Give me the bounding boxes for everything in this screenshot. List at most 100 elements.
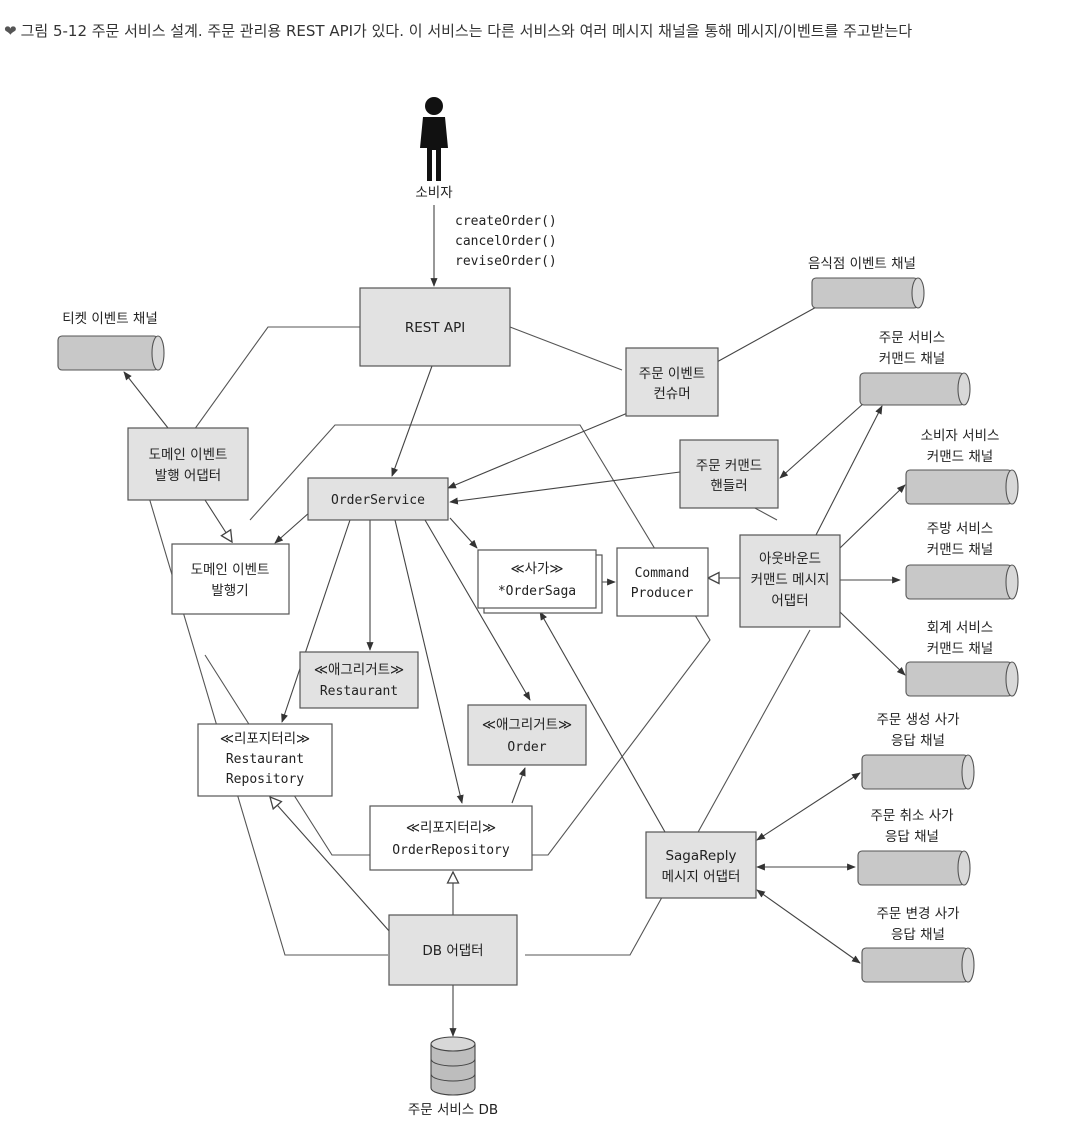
svg-text:≪사가≫: ≪사가≫ — [510, 561, 563, 577]
svg-text:OrderService: OrderService — [331, 493, 425, 508]
order-service-box: OrderService — [307, 477, 449, 521]
arrow-event-consumer-to-orderservice — [447, 411, 631, 489]
revise-saga-reply-channel: 주문 변경 사가 응답 채널 — [861, 906, 975, 983]
arrow-pub-adapter-to-ticket-channel — [123, 371, 169, 429]
svg-text:음식점 이벤트 채널: 음식점 이벤트 채널 — [808, 256, 916, 272]
ticket-event-channel: 티켓 이벤트 채널 — [57, 311, 165, 371]
operation: createOrder() — [455, 214, 557, 229]
svg-text:Repository: Repository — [226, 772, 304, 787]
svg-text:응답 채널: 응답 채널 — [891, 927, 945, 943]
svg-text:Producer: Producer — [631, 586, 694, 601]
saga-reply-adapter-box: SagaReply 메시지 어댑터 — [645, 831, 757, 899]
svg-text:REST API: REST API — [405, 320, 465, 336]
svg-text:응답 채널: 응답 채널 — [885, 829, 939, 845]
svg-text:컨슈머: 컨슈머 — [653, 386, 690, 402]
svg-text:≪애그리거트≫: ≪애그리거트≫ — [314, 662, 404, 678]
svg-text:회계 서비스: 회계 서비스 — [927, 620, 993, 636]
order-event-consumer-box: 주문 이벤트 컨슈머 — [625, 347, 719, 417]
restaurant-event-channel: 음식점 이벤트 채널 — [808, 256, 925, 309]
figure-caption: ❤그림 5-12 주문 서비스 설계. 주문 관리용 REST API가 있다.… — [4, 18, 1064, 44]
svg-text:≪리포지터리≫: ≪리포지터리≫ — [406, 820, 496, 836]
operation: cancelOrder() — [455, 234, 557, 249]
arrow-orderservice-to-order-repo — [394, 519, 464, 804]
caption-text: 그림 5-12 주문 서비스 설계. 주문 관리용 REST API가 있다. … — [20, 22, 913, 40]
svg-text:OrderRepository: OrderRepository — [392, 843, 510, 858]
svg-text:어댑터: 어댑터 — [771, 593, 808, 609]
svg-text:DB 어댑터: DB 어댑터 — [422, 943, 483, 959]
svg-text:≪리포지터리≫: ≪리포지터리≫ — [220, 731, 310, 747]
order-aggregate-box: ≪애그리거트≫ Order — [467, 704, 587, 766]
kitchen-service-command-channel: 주방 서비스 커맨드 채널 — [905, 521, 1019, 600]
svg-text:주문 서비스: 주문 서비스 — [879, 330, 945, 346]
create-saga-reply-channel: 주문 생성 사가 응답 채널 — [861, 712, 975, 790]
svg-text:메시지 어댑터: 메시지 어댑터 — [662, 869, 741, 885]
svg-text:커맨드 채널: 커맨드 채널 — [927, 542, 993, 558]
svg-text:발행기: 발행기 — [211, 583, 248, 599]
svg-text:커맨드 메시지: 커맨드 메시지 — [751, 572, 830, 588]
db-adapter-box: DB 어댑터 — [388, 914, 518, 986]
svg-text:주방 서비스: 주방 서비스 — [927, 521, 993, 537]
svg-text:주문 변경 사가: 주문 변경 사가 — [876, 906, 959, 922]
arrow-order-repo-to-order — [511, 767, 526, 804]
svg-text:발행 어댑터: 발행 어댑터 — [155, 468, 221, 484]
arrow-saga-adapter-revise-reply — [756, 889, 861, 964]
arrow-outbound-to-order-cmd — [815, 405, 883, 536]
svg-text:티켓 이벤트 채널: 티켓 이벤트 채널 — [62, 311, 158, 327]
arrow-db-adapter-implements-restaurant-repo — [270, 797, 391, 933]
svg-text:Restaurant: Restaurant — [320, 684, 398, 699]
domain-event-publisher-box: 도메인 이벤트 발행기 — [171, 543, 290, 615]
rest-api-box: REST API — [359, 287, 511, 367]
restaurant-aggregate-box: ≪애그리거트≫ Restaurant — [299, 651, 419, 709]
outbound-command-adapter-box: 아웃바운드 커맨드 메시지 어댑터 — [739, 534, 841, 628]
svg-text:Order: Order — [507, 740, 546, 755]
restaurant-repository-box: ≪리포지터리≫ Restaurant Repository — [197, 723, 333, 797]
svg-text:*OrderSaga: *OrderSaga — [498, 584, 576, 599]
arrow-outbound-to-accounting-cmd — [839, 611, 906, 676]
arrow-cmd-handler-to-orderservice — [449, 471, 681, 505]
consumer-label: 소비자 — [415, 185, 453, 201]
svg-text:응답 채널: 응답 채널 — [891, 733, 945, 749]
order-db: 주문 서비스 DB — [408, 1036, 498, 1118]
svg-text:Restaurant: Restaurant — [226, 752, 304, 767]
command-producer-box: Command Producer — [616, 547, 709, 617]
order-repository-box: ≪리포지터리≫ OrderRepository — [369, 805, 533, 871]
svg-text:도메인 이벤트: 도메인 이벤트 — [191, 562, 270, 578]
arrow-orderservice-to-order — [424, 519, 531, 701]
person-icon — [425, 97, 443, 115]
svg-text:≪애그리거트≫: ≪애그리거트≫ — [482, 717, 572, 733]
svg-text:주문 커맨드: 주문 커맨드 — [696, 458, 762, 474]
arrow-pub-adapter-implements-publisher — [204, 499, 232, 542]
cancel-saga-reply-channel: 주문 취소 사가 응답 채널 — [857, 808, 971, 886]
arrow-rest-to-orderservice — [391, 365, 433, 477]
database-label: 주문 서비스 DB — [408, 1102, 498, 1118]
arrow-orderservice-to-restaurant-repo — [281, 519, 351, 723]
operation: reviseOrder() — [455, 254, 557, 269]
order-service-command-channel: 주문 서비스 커맨드 채널 — [859, 330, 971, 406]
arrow-saga-adapter-create-reply — [756, 772, 861, 841]
svg-text:Command: Command — [635, 566, 690, 581]
arrow-restaurant-channel-to-consumer — [705, 304, 821, 369]
svg-text:아웃바운드: 아웃바운드 — [759, 551, 821, 567]
svg-text:커맨드 채널: 커맨드 채널 — [927, 449, 993, 465]
heart-icon: ❤ — [4, 22, 17, 40]
order-command-handler-box: 주문 커맨드 핸들러 — [679, 439, 779, 509]
svg-text:주문 취소 사가: 주문 취소 사가 — [870, 808, 953, 824]
arrow-orderservice-to-publisher — [274, 511, 311, 544]
svg-text:소비자 서비스: 소비자 서비스 — [921, 428, 1000, 444]
svg-text:SagaReply: SagaReply — [665, 848, 736, 864]
order-saga-box: ≪사가≫ *OrderSaga — [477, 549, 603, 614]
arrow-outbound-to-consumer-cmd — [839, 484, 906, 549]
svg-text:도메인 이벤트: 도메인 이벤트 — [149, 447, 228, 463]
consumer-service-command-channel: 소비자 서비스 커맨드 채널 — [905, 428, 1019, 505]
arrow-saga-adapter-to-saga — [539, 611, 666, 833]
svg-text:주문 생성 사가: 주문 생성 사가 — [876, 712, 959, 728]
arrow-cmd-channel-to-handler — [779, 402, 865, 479]
arrow-orderservice-to-saga — [449, 517, 478, 549]
database-icon — [430, 1036, 476, 1096]
operation-list: createOrder() cancelOrder() reviseOrder(… — [455, 214, 557, 269]
svg-text:커맨드 채널: 커맨드 채널 — [879, 351, 945, 367]
accounting-service-command-channel: 회계 서비스 커맨드 채널 — [905, 620, 1019, 697]
svg-text:주문 이벤트: 주문 이벤트 — [639, 366, 705, 382]
domain-event-pub-adapter-box: 도메인 이벤트 발행 어댑터 — [127, 427, 249, 501]
